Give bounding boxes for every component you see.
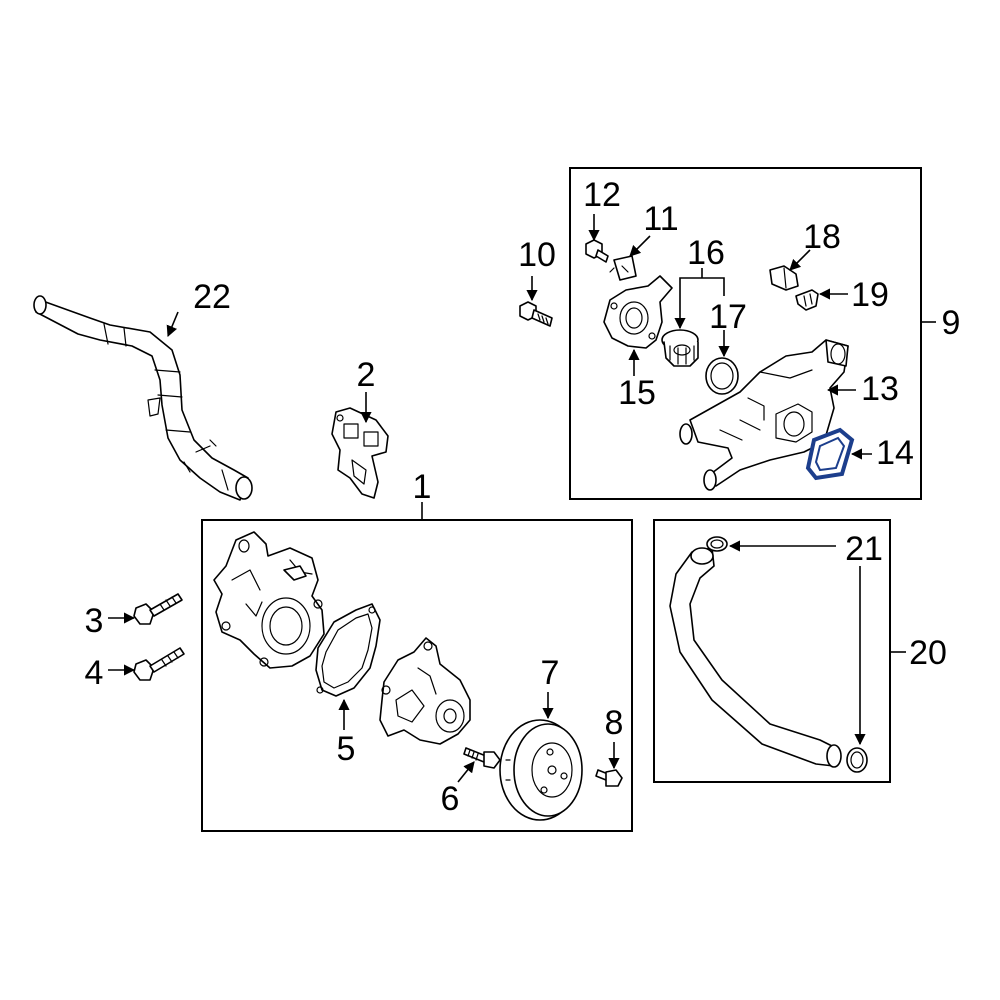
callout-16: 16 — [687, 234, 725, 272]
part-21-o-rings[interactable] — [706, 536, 868, 773]
callout-21: 21 — [845, 530, 883, 568]
callout-8: 8 — [605, 704, 624, 742]
part-4-bolt[interactable] — [133, 647, 185, 681]
callout-7: 7 — [541, 654, 560, 692]
part-20-coolant-hose[interactable] — [669, 547, 842, 768]
part-14-gasket[interactable] — [805, 427, 855, 481]
callout-10: 10 — [518, 236, 556, 274]
callout-22: 22 — [193, 278, 231, 316]
part-17-o-ring[interactable] — [705, 357, 739, 395]
callout-13: 13 — [861, 370, 899, 408]
callout-1: 1 — [413, 468, 432, 506]
part-1-water-pump-housing[interactable] — [213, 531, 325, 669]
callout-15: 15 — [618, 374, 656, 412]
part-7-pulley[interactable] — [499, 719, 583, 821]
callout-20: 20 — [909, 634, 947, 672]
callout-19: 19 — [851, 276, 889, 314]
part-8-bolt[interactable] — [595, 769, 623, 787]
leader-lines — [108, 214, 936, 783]
callout-6: 6 — [441, 780, 460, 818]
water-pump-assembly[interactable] — [379, 637, 471, 745]
part-11-bracket[interactable] — [609, 255, 637, 281]
part-15-thermostat-cover[interactable] — [603, 275, 673, 349]
part-16-thermostat[interactable] — [661, 329, 699, 367]
part-3-bolt[interactable] — [133, 593, 183, 625]
part-6-bolt[interactable] — [463, 747, 501, 769]
callout-5: 5 — [337, 730, 356, 768]
callout-18: 18 — [803, 218, 841, 256]
part-2-gasket[interactable] — [331, 407, 389, 499]
callout-labels: 1 2 3 4 5 6 7 8 9 10 11 12 13 14 15 16 1… — [85, 176, 961, 818]
part-19-clip[interactable] — [795, 289, 819, 311]
callout-14: 14 — [876, 434, 914, 472]
callout-2: 2 — [357, 356, 376, 394]
part-12-bolt[interactable] — [585, 239, 609, 263]
callout-11: 11 — [643, 200, 678, 238]
callout-4: 4 — [85, 654, 104, 692]
water-pump-group-box — [201, 519, 633, 832]
thermostat-group-box — [569, 167, 922, 500]
callout-12: 12 — [583, 176, 621, 214]
part-13-thermostat-housing[interactable] — [679, 339, 849, 491]
callout-3: 3 — [85, 602, 104, 640]
part-22-coolant-pipe[interactable] — [33, 295, 253, 501]
part-5-water-pump-gasket[interactable] — [315, 603, 381, 697]
part-10-bolt[interactable] — [519, 301, 553, 327]
hose-group-box — [653, 519, 891, 783]
part-18-sensor[interactable] — [769, 265, 799, 291]
callout-17: 17 — [709, 298, 747, 336]
callout-9: 9 — [942, 304, 961, 342]
